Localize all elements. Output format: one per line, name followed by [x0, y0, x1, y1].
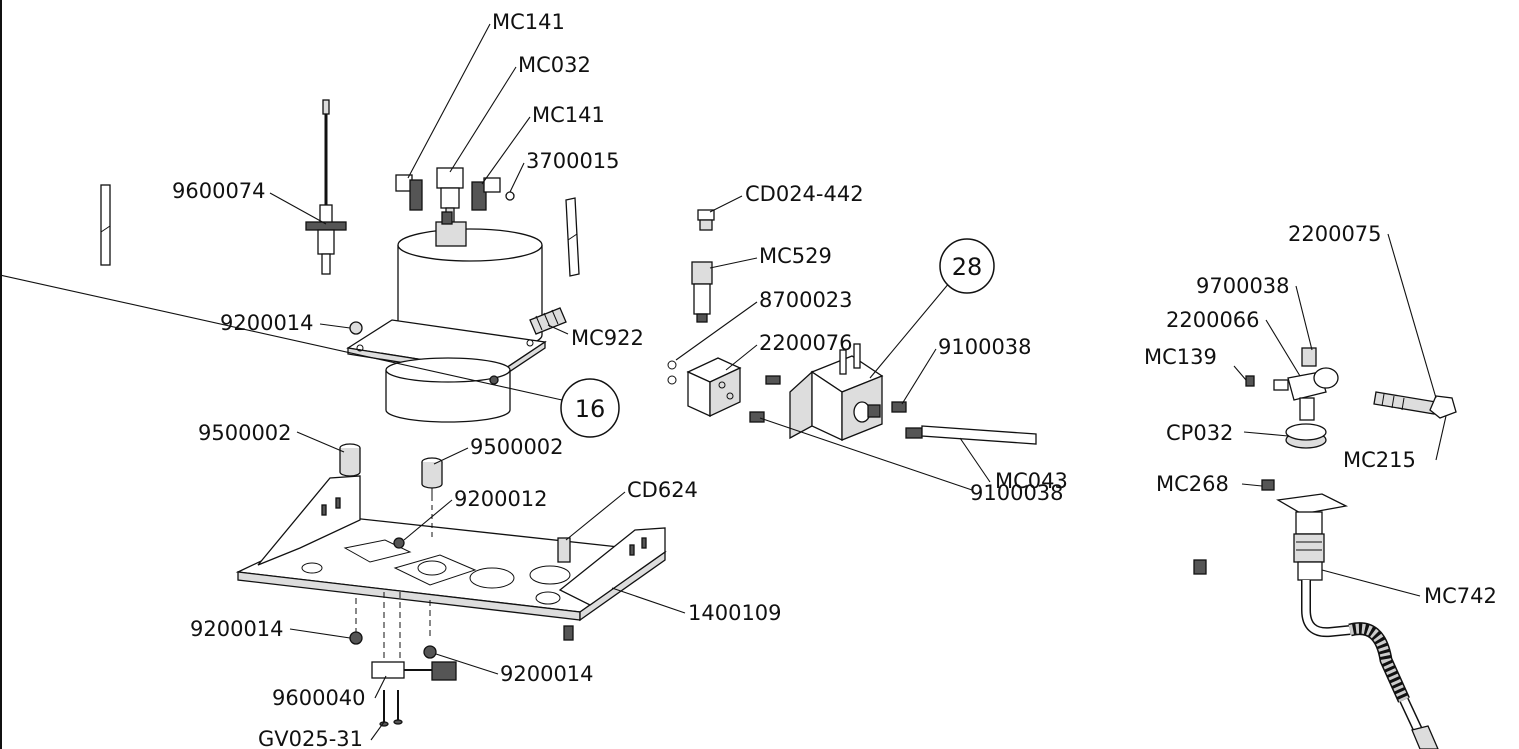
- label-cp032: CP032: [1166, 421, 1233, 445]
- element-mc922-part: [529, 307, 567, 335]
- label-2200076: 2200076: [759, 331, 853, 355]
- label-9700038: 9700038: [1196, 274, 1290, 298]
- nut-cp032-part: [1285, 423, 1327, 449]
- label-1400109: 1400109: [688, 601, 782, 625]
- tube-mc043-part: [905, 425, 1037, 445]
- label-9600040: 9600040: [272, 686, 366, 710]
- label-cd024-442: CD024-442: [745, 182, 864, 206]
- screw-9100038-c-part: [891, 401, 907, 413]
- label-mc922: MC922: [571, 326, 644, 350]
- label-9200012: 9200012: [454, 487, 548, 511]
- label-8700023: 8700023: [759, 288, 853, 312]
- spacer-9500002-b-part: [421, 457, 443, 496]
- wand-mc742-part: [1276, 493, 1439, 749]
- label-mc043: MC043: [995, 469, 1068, 493]
- fitting-mc529-part: [691, 261, 713, 323]
- boiler-body-part: [397, 211, 543, 352]
- plate-screw-part: [563, 625, 574, 641]
- nut-9200014-a-part: [349, 321, 363, 335]
- screw-9100038-b-part: [749, 411, 765, 423]
- screws-gv025-31-part: [379, 690, 403, 727]
- callout-16: 16: [575, 395, 606, 423]
- label-cd624: CD624: [627, 478, 698, 502]
- label-mc742: MC742: [1424, 584, 1497, 608]
- label-9200014-c: 9200014: [500, 662, 594, 686]
- label-9500002-a: 9500002: [198, 421, 292, 445]
- nut-9200014-b-part: [349, 631, 363, 645]
- label-mc141-mid: MC141: [532, 103, 605, 127]
- block-2200076-part: [686, 357, 742, 418]
- label-2200075: 2200075: [1288, 222, 1382, 246]
- spacer-9500002-a-part: [339, 443, 361, 477]
- left-tube-part: [100, 184, 111, 266]
- washers-8700023-part: [667, 360, 677, 385]
- solenoid-28-part: [789, 343, 884, 442]
- fitting-cd024-442-part: [697, 209, 715, 231]
- loose-screw-part: [1193, 559, 1207, 575]
- nut-9200012-part: [393, 537, 405, 549]
- standoff-cd624-part: [557, 537, 571, 563]
- label-9600074: 9600074: [172, 179, 266, 203]
- label-mc268: MC268: [1156, 472, 1229, 496]
- label-9100038-a: 9100038: [938, 335, 1032, 359]
- elbow-9700038-part: [1301, 347, 1339, 389]
- screw-9100038-a-part: [765, 375, 781, 385]
- screw-3700015-part: [505, 191, 515, 201]
- label-mc139: MC139: [1144, 345, 1217, 369]
- nut-9200014-c-part: [423, 645, 437, 659]
- label-9200014-a: 9200014: [220, 311, 314, 335]
- probe-9600074-part: [305, 99, 347, 275]
- callout-28-circle: [939, 238, 995, 294]
- label-3700015: 3700015: [526, 149, 620, 173]
- label-9200014-b: 9200014: [190, 617, 284, 641]
- label-gv025-31: GV025-31: [258, 727, 363, 749]
- pressure-switch-mc032-part: [436, 167, 464, 223]
- fitting-mc141-right-part: [471, 177, 501, 211]
- leader-lines: [0, 23, 1447, 741]
- label-2200066: 2200066: [1166, 308, 1260, 332]
- boiler-assembly: [100, 99, 580, 423]
- label-mc141-top: MC141: [492, 10, 565, 34]
- label-mc529: MC529: [759, 244, 832, 268]
- label-9500002-b: 9500002: [470, 435, 564, 459]
- callout-16-circle: [560, 378, 620, 438]
- valve-mc215-part: [1373, 391, 1457, 419]
- screw-mc268-part: [1261, 479, 1275, 491]
- label-mc215: MC215: [1343, 448, 1416, 472]
- label-9100038-b: 9100038: [970, 481, 1064, 505]
- base-plate-1400109: [235, 475, 667, 622]
- boiler-base-ring-part: [385, 357, 511, 423]
- callout-28: 28: [952, 253, 983, 281]
- microswitch-9600040-part: [371, 661, 457, 681]
- fitting-mc141-left-part: [395, 174, 423, 211]
- label-mc032: MC032: [518, 53, 591, 77]
- screw-mc139-part: [1245, 375, 1255, 387]
- part-labels: MC141 MC032 MC141 3700015 9600074 CD024-…: [172, 10, 1497, 749]
